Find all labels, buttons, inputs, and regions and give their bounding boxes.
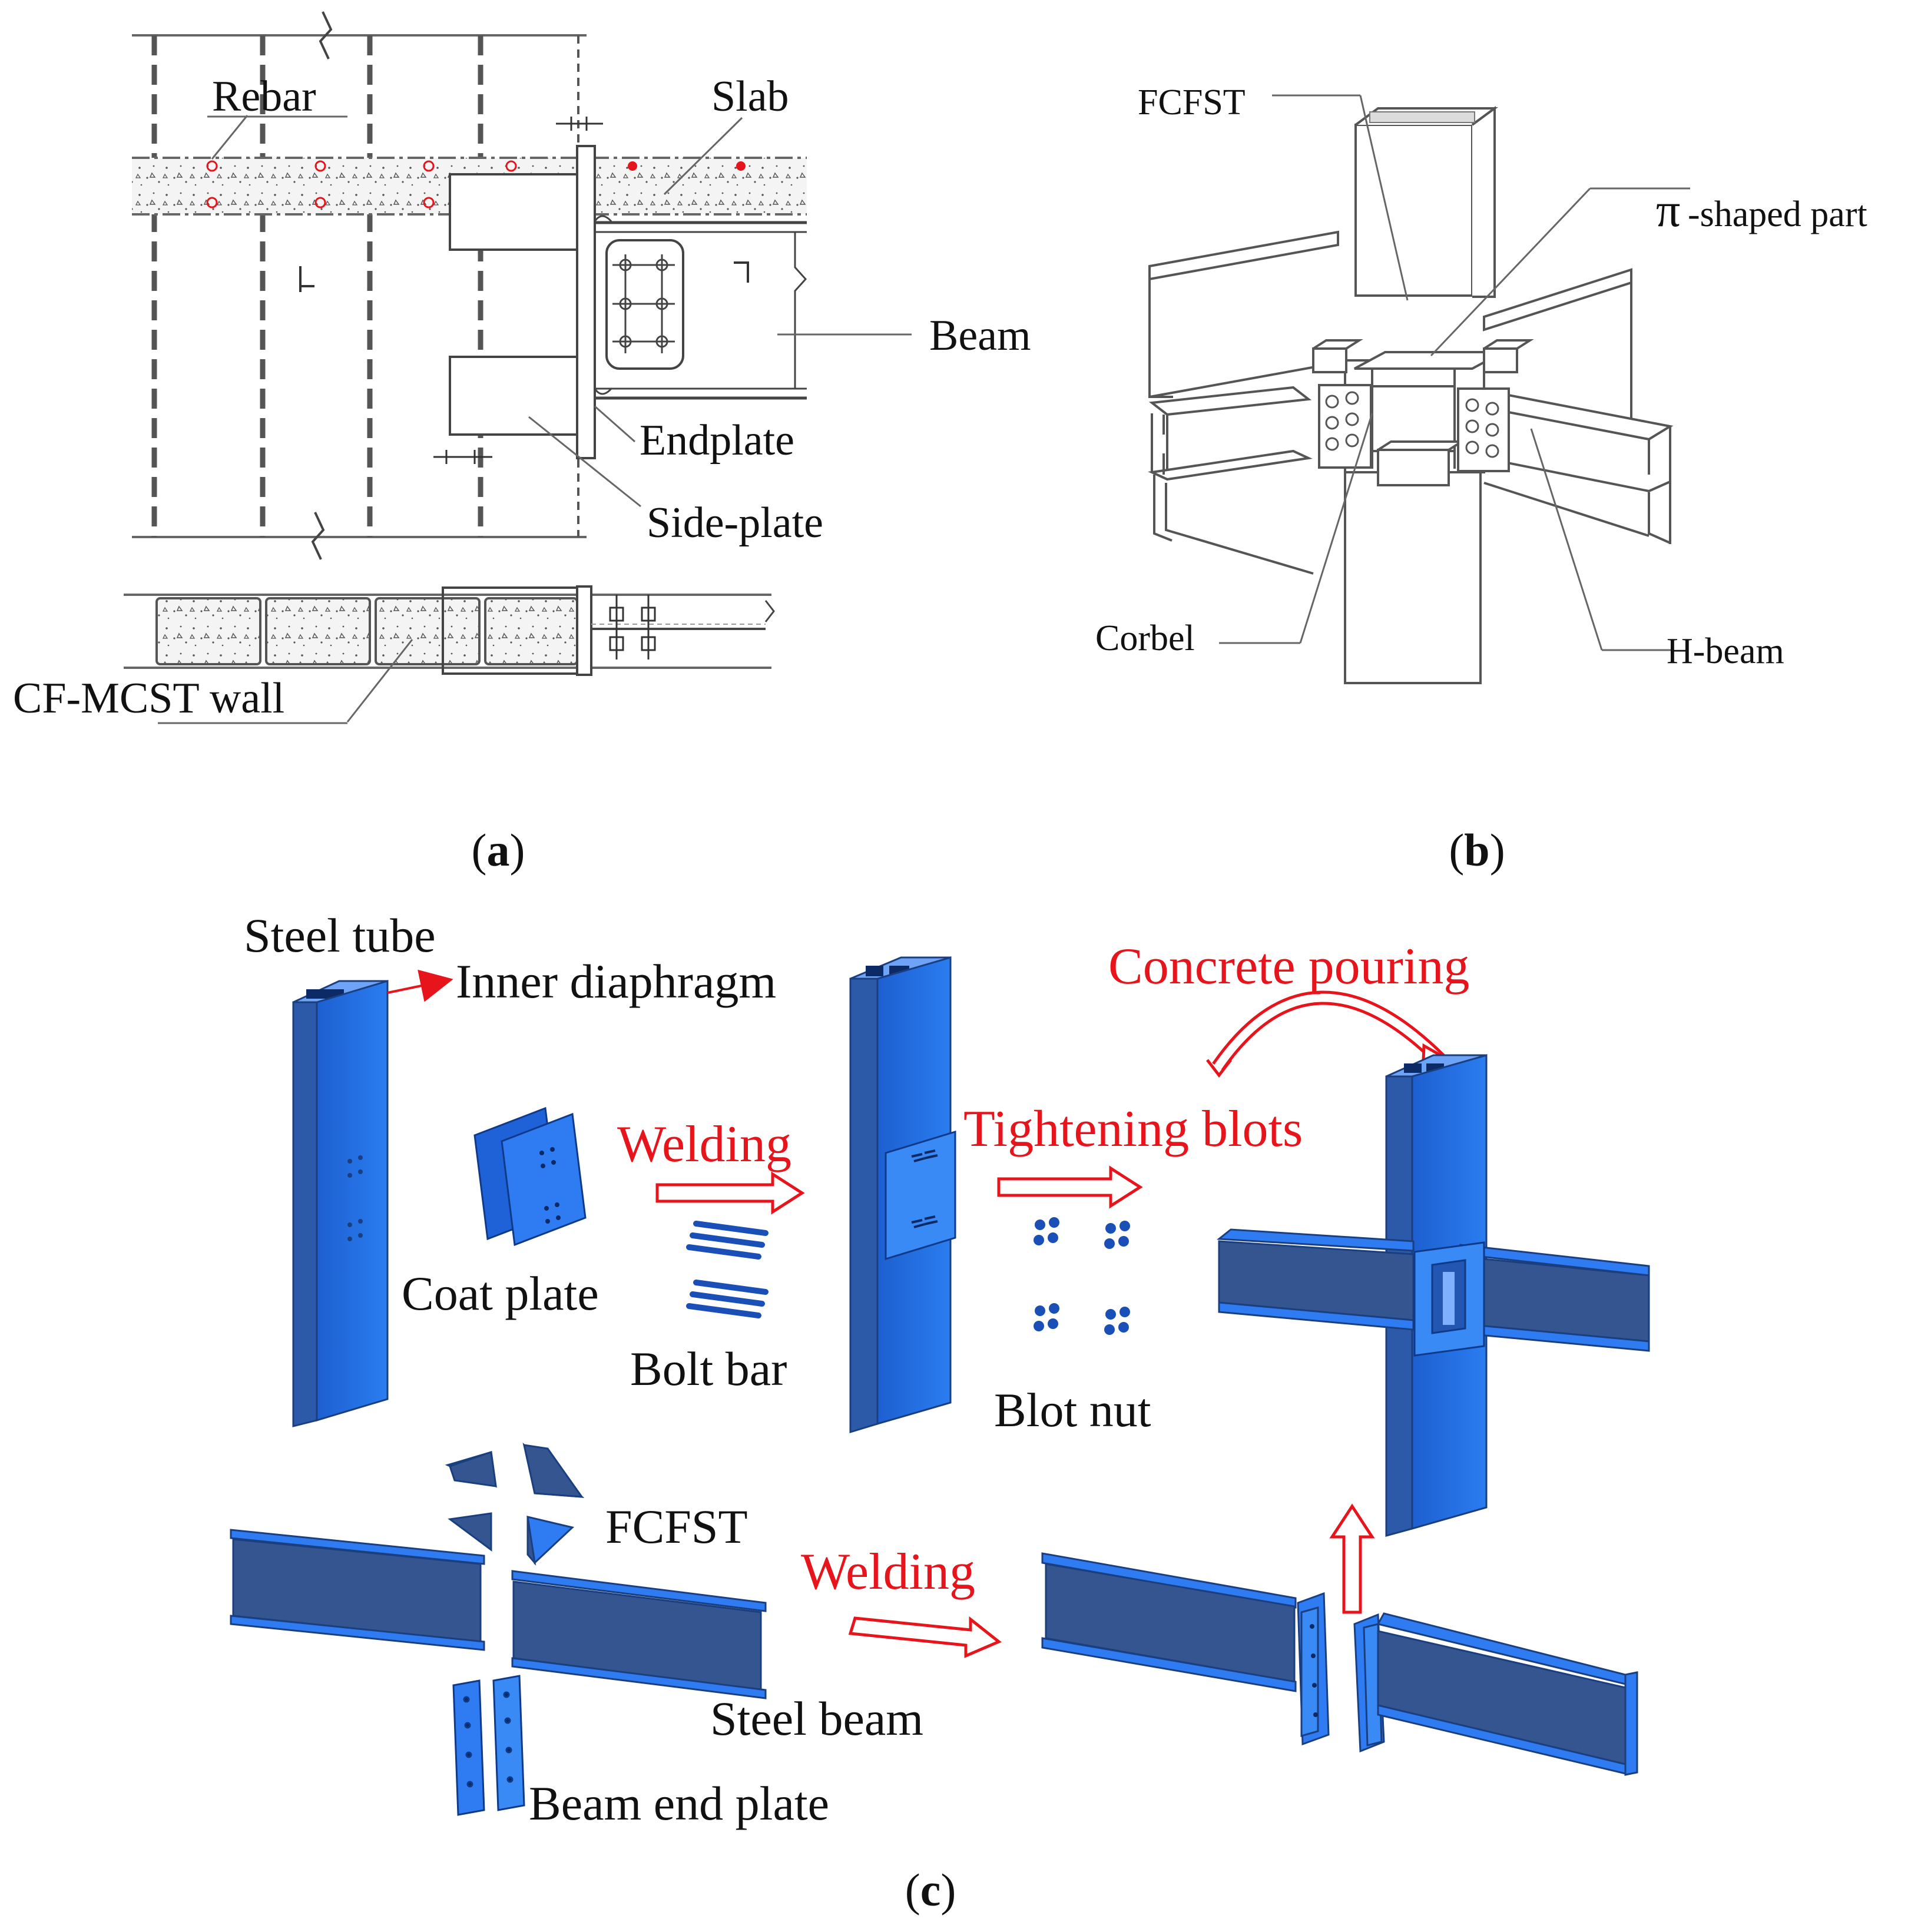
label-fcfst-c: FCFST — [605, 1500, 748, 1553]
label-concrete-pouring: Concrete pouring — [1108, 938, 1469, 995]
bolt-nuts — [1034, 1217, 1130, 1335]
label-inner-diaphragm: Inner diaphragm — [456, 955, 776, 1008]
label-pi-symbol: π — [1656, 183, 1680, 237]
corbels — [445, 1442, 585, 1566]
label-bolt-bar: Bolt bar — [630, 1342, 787, 1396]
panel-b — [1148, 94, 1690, 684]
caption-c-letter: c — [920, 1864, 941, 1916]
side-plate-upper — [449, 173, 578, 251]
label-blot-nut: Blot nut — [994, 1383, 1151, 1437]
corbel-upper-left — [1312, 339, 1363, 373]
label-cf-mcst-wall: CF-MCST wall — [13, 674, 284, 723]
side-plate-lower — [449, 356, 578, 436]
label-corbel: Corbel — [1095, 618, 1195, 658]
steel-tube-1 — [292, 979, 389, 1427]
label-steel-tube: Steel tube — [244, 909, 436, 962]
fcfst-column-upper — [1354, 124, 1473, 297]
steel-beams-left — [230, 1529, 767, 1699]
rebar-dots — [206, 160, 517, 208]
caption-c: (c) — [905, 1864, 956, 1916]
vertical-rebars — [151, 35, 483, 537]
corbel-lower — [1377, 440, 1466, 486]
fcfst-column-lower — [1344, 471, 1482, 684]
tightening-arrow — [997, 1165, 1143, 1209]
label-welding-1: Welding — [617, 1116, 791, 1173]
label-endplate: Endplate — [640, 416, 794, 465]
wall-bolts — [609, 595, 656, 660]
endplate — [576, 145, 596, 459]
label-coat-plate: Coat plate — [402, 1267, 599, 1320]
caption-b: (b) — [1449, 824, 1505, 876]
welding-arrow-1 — [655, 1171, 805, 1215]
panel-a: Rebar Slab Beam Endplate Side-plate CF-M… — [13, 11, 1031, 876]
wall-cells — [155, 597, 578, 665]
up-arrow — [1329, 1503, 1375, 1614]
bolt-bars — [686, 1221, 769, 1318]
label-h-beam: H-beam — [1667, 631, 1784, 671]
welding-arrow-2 — [848, 1616, 1002, 1658]
splice-bolts — [1325, 391, 1499, 458]
label-side-plate: Side-plate — [647, 499, 823, 547]
label-welding-2: Welding — [801, 1543, 975, 1600]
splice-plate-right — [1457, 387, 1510, 472]
label-pi-shaped-part: -shaped part — [1688, 194, 1867, 234]
final-assembly — [1217, 1054, 1650, 1537]
coat-plates — [473, 1106, 587, 1247]
shear-tab-bolts — [612, 254, 675, 353]
caption-a: (a) — [472, 824, 525, 876]
label-tightening-blots: Tightening blots — [963, 1101, 1303, 1158]
label-rebar: Rebar — [212, 72, 316, 121]
label-fcfst-b: FCFST — [1138, 82, 1246, 122]
welded-beams — [1041, 1552, 1638, 1776]
label-steel-beam: Steel beam — [710, 1692, 923, 1745]
beam-end-plates — [452, 1675, 525, 1816]
caption-b-letter: b — [1464, 824, 1489, 876]
panel-c: Steel tube Inner diaphragm Coat plate Bo… — [230, 909, 1650, 1916]
caption-a-letter: a — [487, 824, 510, 876]
label-slab: Slab — [711, 72, 789, 121]
label-beam: Beam — [929, 311, 1031, 360]
label-beam-end-plate: Beam end plate — [529, 1777, 829, 1830]
panel-b-labels: FCFST π -shaped part Corbel H-beam (b) — [1095, 82, 1867, 876]
steel-tube-2 — [849, 956, 956, 1434]
